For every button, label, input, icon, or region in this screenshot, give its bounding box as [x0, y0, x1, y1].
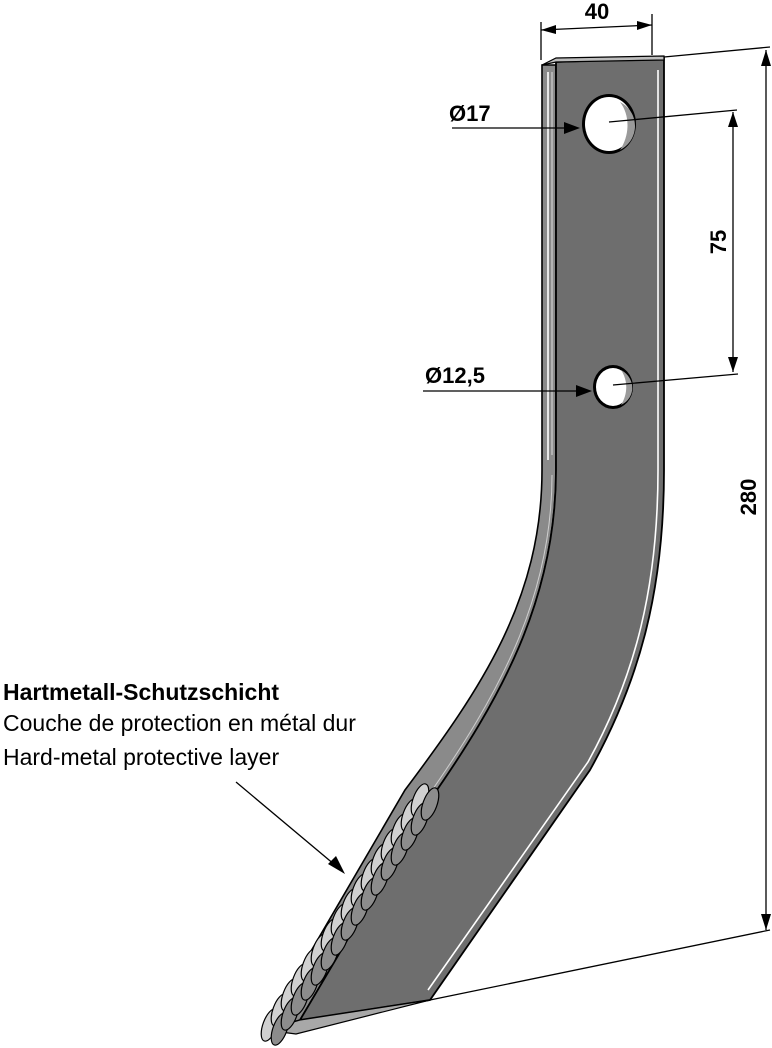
blade-top-edge — [541, 55, 665, 66]
dim-hole-top: Ø17 — [449, 101, 580, 134]
blade — [263, 55, 665, 1035]
dim-hole-spacing: 75 — [608, 109, 739, 386]
dim-hole-bottom: Ø12,5 — [423, 363, 592, 397]
dim-total-length: 280 — [429, 46, 771, 1001]
hardmetal-layer — [260, 783, 440, 1046]
callout-arrowhead — [328, 856, 345, 874]
hardmetal-bead — [420, 787, 440, 821]
dim-hole-top-label: Ø17 — [449, 101, 491, 126]
hole-bottom — [593, 365, 633, 409]
callout: Hartmetall-Schutzschicht Couche de prote… — [3, 679, 356, 874]
callout-title: Hartmetall-Schutzschicht — [3, 679, 279, 705]
callout-line-en: Hard-metal protective layer — [3, 744, 279, 770]
dim-width: 40 — [540, 0, 653, 60]
hole-top — [582, 94, 636, 154]
blade-highlight-right — [427, 70, 659, 991]
dim-width-label: 40 — [585, 0, 609, 24]
dim-total-length-label: 280 — [736, 479, 761, 516]
callout-line-fr: Couche de protection en métal dur — [3, 710, 356, 736]
blade-highlight-side-curve — [299, 474, 553, 1013]
dim-hole-bottom-label: Ø12,5 — [425, 363, 485, 388]
dim-hole-spacing-label: 75 — [706, 230, 731, 254]
callout-leader — [235, 781, 336, 866]
